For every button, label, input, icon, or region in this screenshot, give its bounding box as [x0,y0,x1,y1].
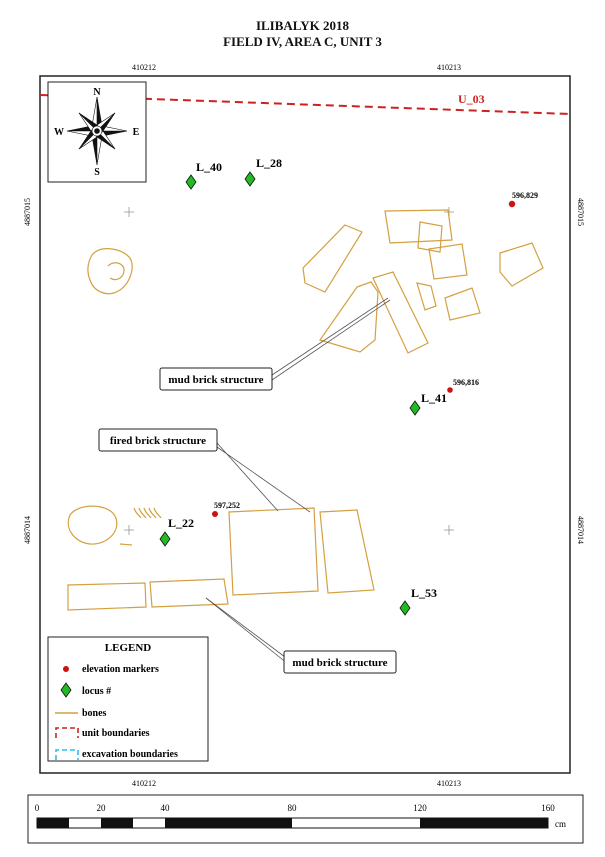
elevation-value-2: 596,816 [453,378,479,387]
legend-label-bones: bones [82,708,107,719]
skull-bone-outline [87,248,133,295]
unit-boundary-line [39,94,571,115]
elevation-value-3: 597,252 [214,501,240,510]
unit-label: U_03 [458,92,485,106]
mud-brick-outline [416,282,437,311]
locus-label-l40: L_40 [196,160,222,174]
scale-tick-120: 120 [413,803,427,813]
scale-tick-0: 0 [35,803,40,813]
bones-outlines [67,209,544,611]
vertebrae-outline [133,507,162,519]
locus-diamond-icon [244,171,256,187]
locus-diamond-icon [159,531,171,547]
locus-label-l22: L_22 [168,516,194,530]
locus-marker-l41: L_41 [409,391,447,416]
callout-fired-brick-text: fired brick structure [110,435,206,447]
scale-unit: cm [555,819,566,829]
callout-mud-brick-upper: mud brick structure [159,367,273,391]
fired-brick-outline [319,509,375,594]
locus-diamond-icon [409,400,421,416]
legend-title: LEGEND [105,642,152,654]
scale-bar-segment [37,818,69,828]
legend-label-unit: unit boundaries [82,728,150,739]
scale-tick-80: 80 [288,803,298,813]
callout-mud-brick-upper-text: mud brick structure [168,374,263,386]
bone-outline [119,543,133,546]
locus-label-l41: L_41 [421,391,447,405]
northing-label-right-lower: 4887014 [576,516,585,544]
easting-label-bottom-right: 410213 [437,779,461,788]
elevation-marker-icon [63,666,69,672]
compass-south-label: S [94,167,100,178]
locus-marker-l53: L_53 [399,586,437,616]
title-line-2: FIELD IV, AREA C, UNIT 3 [223,34,382,49]
callout-mud-brick-lower-text: mud brick structure [292,657,387,669]
elevation-marker-icon [508,200,516,208]
excavation-boundary-icon [55,749,79,760]
northing-label-right-upper: 4887015 [576,198,585,226]
mud-brick-outline [302,224,363,293]
callout-leaders [205,297,391,665]
scale-tick-40: 40 [161,803,171,813]
scale-tick-20: 20 [97,803,107,813]
mud-brick-outline [67,582,147,611]
mud-brick-outline [319,281,379,353]
locus-marker-l22: L_22 [159,516,194,547]
easting-label-bottom-left: 410212 [132,779,156,788]
compass-rose-icon [66,96,128,166]
elevation-marker-1: 596,829 [508,191,538,208]
scale-bar: 0 20 40 80 120 160 cm [27,794,584,844]
mud-brick-outline [428,243,468,280]
elevation-value-1: 596,829 [512,191,538,200]
compass-west-label: W [54,127,64,138]
scale-bar-segment [420,818,548,828]
bone-outline [67,505,118,545]
title-line-1: ILIBALYK 2018 [255,18,350,33]
northing-label-left-upper: 4887015 [23,198,32,226]
mud-brick-outline [499,242,544,287]
locus-diamond-icon [399,600,411,616]
callout-mud-brick-lower: mud brick structure [283,650,397,674]
elevation-marker-3: 597,252 [212,501,240,517]
locus-marker-l28: L_28 [244,156,282,187]
elevation-marker-icon [447,387,453,393]
map-title: ILIBALYK 2018 FIELD IV, AREA C, UNIT 3 [0,18,605,50]
mud-brick-outline [149,578,229,608]
legend-label-excavation: excavation boundaries [82,749,178,760]
unit-boundary-icon [55,727,79,738]
mud-brick-outline [444,287,481,321]
locus-label-l53: L_53 [411,586,437,600]
callout-fired-brick: fired brick structure [98,428,218,452]
compass-east-label: E [133,127,140,138]
skull-detail-outline [107,262,125,281]
easting-label-top-left: 410212 [132,63,156,72]
northing-label-left-lower: 4887014 [23,516,32,544]
locus-diamond-icon [185,174,197,190]
easting-label-top-right: 410213 [437,63,461,72]
legend: LEGEND elevation markers locus # bones u… [47,636,209,762]
legend-label-locus: locus # [82,686,111,697]
mud-brick-outline [417,221,443,253]
fired-brick-outline [228,507,319,596]
compass-north-label: N [93,87,101,98]
legend-label-elevation: elevation markers [82,664,159,675]
mud-brick-outline [384,209,453,244]
locus-diamond-icon [60,682,72,698]
scale-bar-segment [165,818,292,828]
elevation-marker-2: 596,816 [447,378,479,393]
locus-marker-l40: L_40 [185,160,222,190]
elevation-marker-icon [212,511,218,517]
locus-label-l28: L_28 [256,156,282,170]
map-frame [39,75,571,774]
scale-tick-160: 160 [541,803,555,813]
scale-bar-segment [101,818,133,828]
mud-brick-outline [372,271,429,354]
